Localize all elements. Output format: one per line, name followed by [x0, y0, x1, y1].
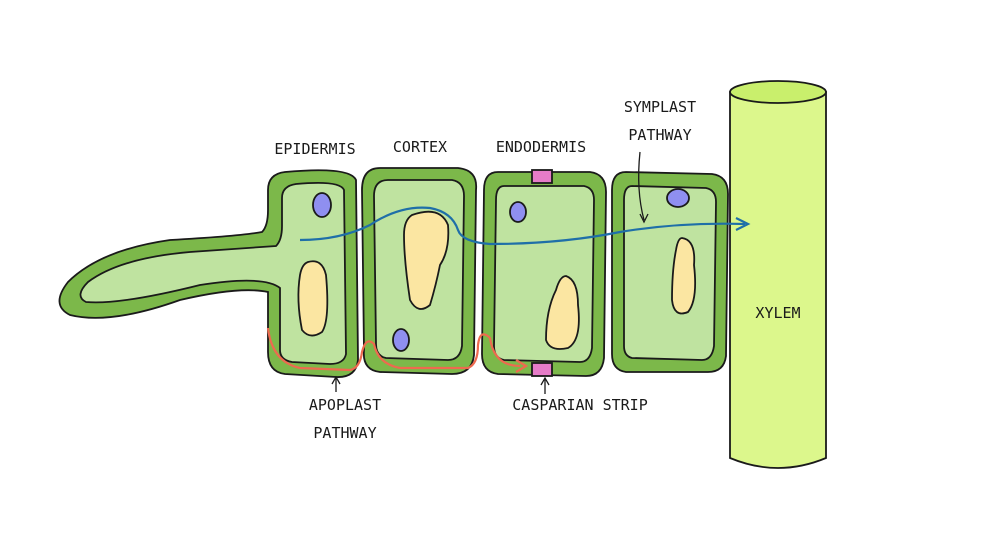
vacuole	[297, 260, 329, 337]
label-xylem: XYLEM	[755, 304, 800, 322]
inner-cell	[611, 171, 729, 373]
nucleus	[666, 188, 690, 208]
label-apoplast-1: APOPLAST	[309, 396, 381, 414]
nucleus	[509, 201, 527, 223]
epidermis-cell	[58, 169, 359, 378]
nucleus	[392, 328, 410, 352]
label-casparian-strip: CASPARIAN STRIP	[512, 396, 647, 414]
xylem-vessel	[729, 80, 827, 469]
vacuole	[545, 275, 580, 350]
label-endodermis: ENDODERMIS	[496, 138, 586, 156]
label-cortex: CORTEX	[393, 138, 447, 156]
casparian-strip-bottom	[531, 362, 553, 377]
cortex-cell	[361, 167, 478, 375]
symplast-pointer	[638, 151, 645, 221]
label-apoplast-2: PATHWAY	[313, 424, 376, 442]
label-symplast-2: PATHWAY	[628, 126, 691, 144]
vacuole	[671, 237, 697, 315]
vacuole	[403, 210, 450, 310]
label-symplast-1: SYMPLAST	[624, 98, 696, 116]
label-epidermis: EPIDERMIS	[274, 140, 355, 158]
casparian-strip-top	[531, 169, 553, 184]
nucleus	[312, 192, 332, 218]
apoplast-pathway-arrow	[266, 327, 529, 373]
endodermis-cell	[481, 169, 607, 377]
symplast-pathway-arrow	[299, 206, 751, 246]
